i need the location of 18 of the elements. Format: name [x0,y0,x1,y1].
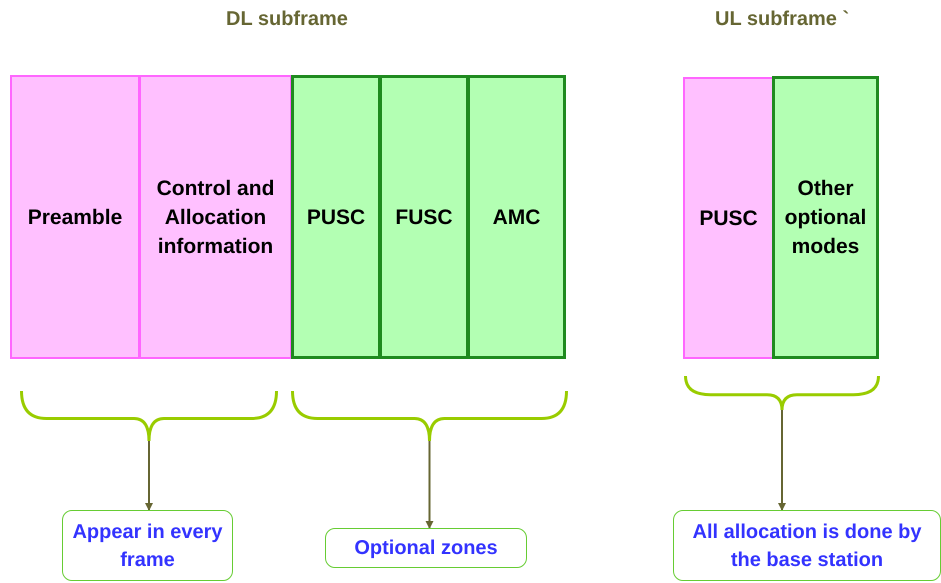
subframe-title: DL subframe [226,8,348,31]
note-box: Optional zones [325,528,527,568]
subframe-title: UL subframe ` [715,8,850,31]
curly-brace [291,391,568,441]
zone-block: Other optional modes [772,76,879,359]
note-box: All allocation is done by the base station [673,510,941,581]
control-block: Control and Allocation information [139,75,292,359]
zone-block: PUSC [291,75,381,359]
zone-block: PUSC [683,77,774,359]
arrow [778,410,786,511]
curly-brace [684,376,880,410]
zone-block: FUSC [379,75,469,359]
preamble-block: Preamble [10,75,140,359]
curly-brace [20,391,278,441]
arrow [145,441,153,511]
arrow [426,441,434,529]
zone-block: AMC [467,75,566,359]
note-box: Appear in every frame [62,510,233,581]
